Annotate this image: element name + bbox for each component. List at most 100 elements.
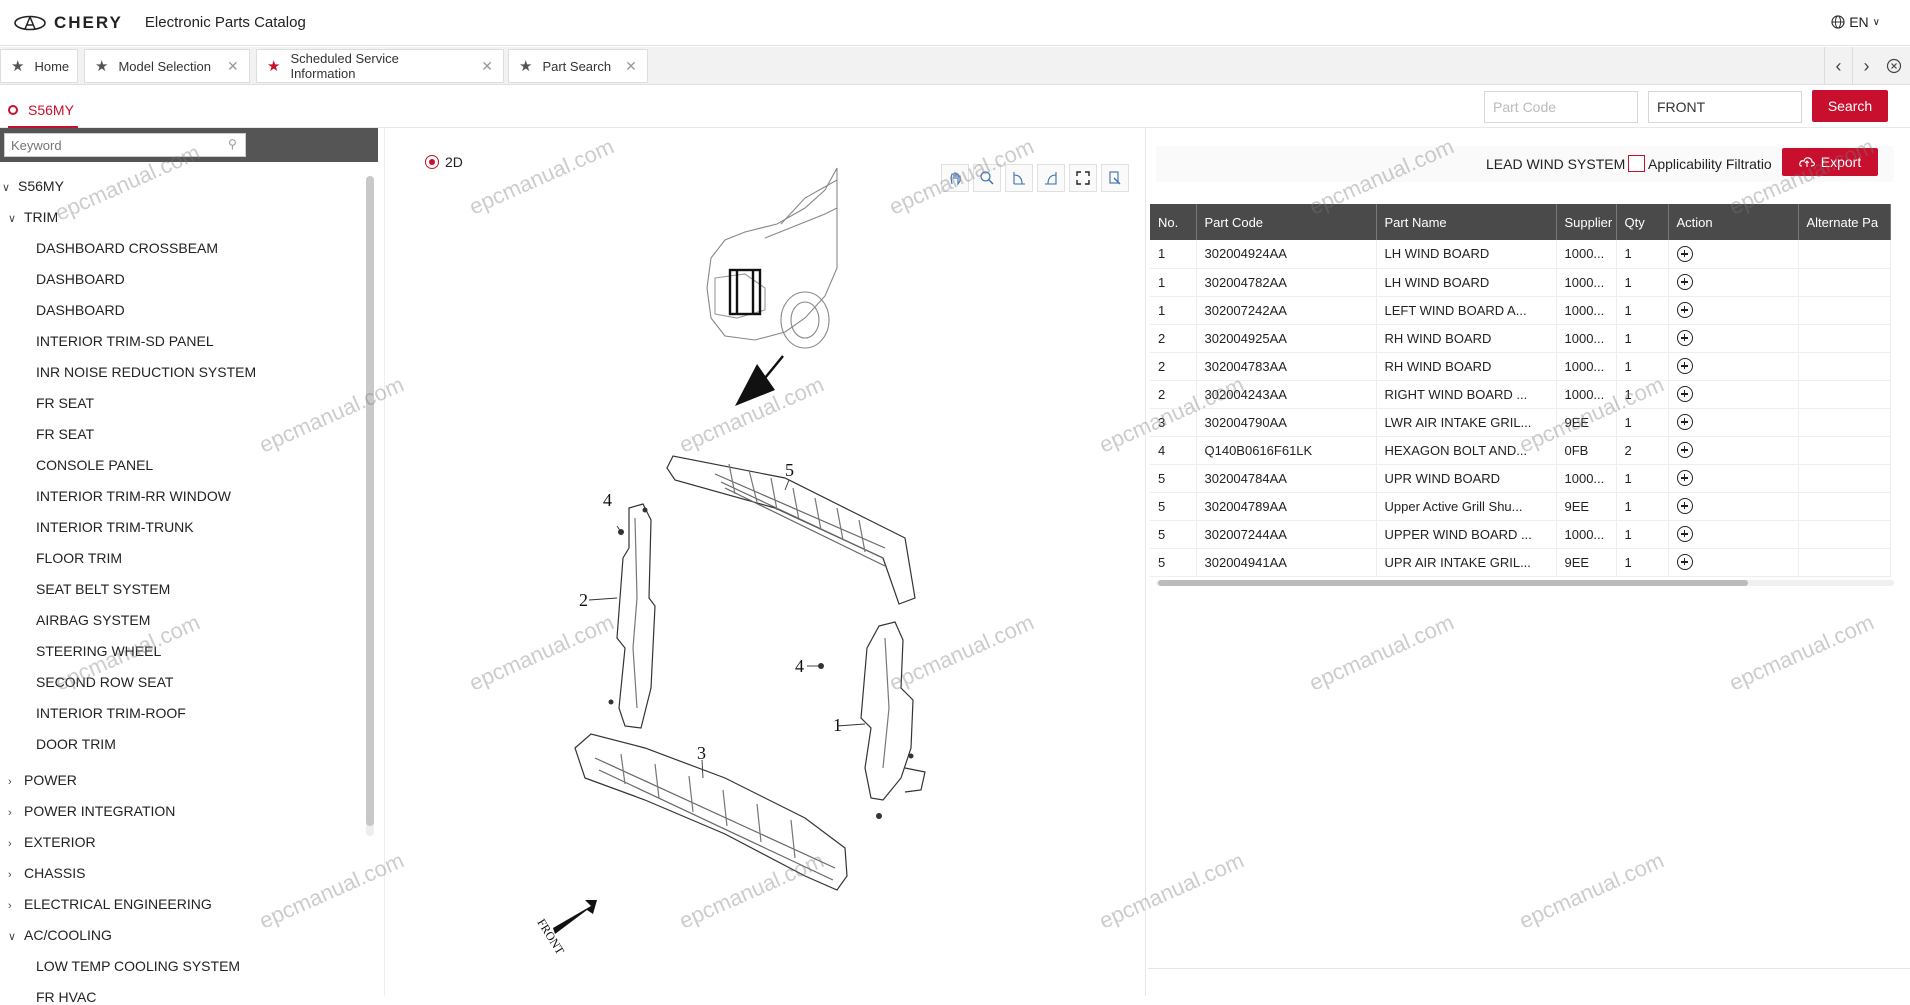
cell-no: 3 bbox=[1150, 408, 1197, 437]
callout-2[interactable]: 2 bbox=[579, 590, 588, 610]
tree-item[interactable]: AIRBAG SYSTEM bbox=[36, 612, 151, 628]
tab-model-selection[interactable]: ★ Model Selection ✕ bbox=[84, 49, 250, 83]
part-code-input[interactable] bbox=[1484, 91, 1638, 123]
tree-group-trim[interactable]: ∨TRIM bbox=[8, 209, 59, 225]
col-header-part-name[interactable]: Part Name bbox=[1376, 204, 1557, 240]
close-icon[interactable]: ✕ bbox=[226, 57, 239, 74]
pan-hand-icon[interactable] bbox=[941, 164, 969, 192]
print-icon[interactable] bbox=[1101, 164, 1129, 192]
tree-item[interactable]: DASHBOARD bbox=[36, 302, 125, 318]
tree-group-exterior[interactable]: ›EXTERIOR bbox=[8, 834, 96, 850]
parts-illustration[interactable]: 1 2 3 4 4 5 FRONT bbox=[385, 128, 1147, 996]
cell-alternate bbox=[1798, 296, 1891, 325]
rotate-right-icon[interactable] bbox=[1037, 164, 1065, 192]
close-icon[interactable]: ✕ bbox=[625, 57, 637, 74]
col-header-action[interactable]: Action bbox=[1668, 204, 1799, 240]
tree-item[interactable]: SEAT BELT SYSTEM bbox=[36, 581, 171, 597]
tab-scroll-right[interactable]: › bbox=[1852, 47, 1880, 85]
add-to-cart-icon[interactable] bbox=[1676, 414, 1693, 431]
tree-item[interactable]: DOOR TRIM bbox=[36, 736, 116, 752]
language-selector[interactable]: EN ∨ bbox=[1831, 14, 1880, 30]
search-icon[interactable]: ⚲ bbox=[228, 137, 237, 151]
tab-scroll-left[interactable]: ‹ bbox=[1824, 47, 1852, 85]
add-to-cart-icon[interactable] bbox=[1676, 302, 1693, 319]
tree-item[interactable]: INTERIOR TRIM-ROOF bbox=[36, 705, 186, 721]
col-header-supplier[interactable]: Supplier bbox=[1556, 204, 1617, 240]
add-to-cart-icon[interactable] bbox=[1676, 274, 1693, 291]
tree-group-power[interactable]: ›POWER bbox=[8, 772, 77, 788]
export-button[interactable]: Export bbox=[1782, 148, 1878, 176]
tree-group-electrical[interactable]: ›ELECTRICAL ENGINEERING bbox=[8, 896, 212, 912]
tree-keyword-input[interactable] bbox=[4, 133, 246, 157]
col-header-qty[interactable]: Qty bbox=[1616, 204, 1669, 240]
tree-group-ac-cooling[interactable]: ∨AC/COOLING bbox=[8, 927, 112, 943]
add-to-cart-icon[interactable] bbox=[1676, 498, 1693, 515]
tree-item[interactable]: STEERING WHEEL bbox=[36, 643, 162, 659]
tree-item[interactable]: SECOND ROW SEAT bbox=[36, 674, 174, 690]
search-button[interactable]: Search bbox=[1812, 90, 1888, 122]
callout-4b[interactable]: 4 bbox=[795, 656, 804, 676]
tree-item[interactable]: FLOOR TRIM bbox=[36, 550, 123, 566]
tree-item[interactable]: INR NOISE REDUCTION SYSTEM bbox=[36, 364, 257, 380]
add-to-cart-icon[interactable] bbox=[1676, 386, 1693, 403]
tree-item[interactable]: FR SEAT bbox=[36, 426, 95, 442]
close-all-tabs-icon[interactable] bbox=[1880, 47, 1908, 85]
callout-5[interactable]: 5 bbox=[785, 460, 794, 480]
tree-item[interactable]: INTERIOR TRIM-SD PANEL bbox=[36, 333, 214, 349]
add-to-cart-icon[interactable] bbox=[1676, 554, 1693, 571]
col-header-part-code[interactable]: Part Code bbox=[1196, 204, 1377, 240]
close-icon[interactable]: ✕ bbox=[481, 57, 493, 74]
chery-logo[interactable]: CHERY bbox=[14, 13, 123, 33]
tab-scheduled-service[interactable]: ★ Scheduled Service Information ✕ bbox=[256, 49, 504, 83]
add-to-cart-icon[interactable] bbox=[1676, 358, 1693, 375]
tree-group-chassis[interactable]: ›CHASSIS bbox=[8, 865, 86, 881]
add-to-cart-icon[interactable] bbox=[1676, 330, 1693, 347]
cell-alternate bbox=[1798, 464, 1891, 493]
model-tab[interactable]: S56MY bbox=[8, 94, 78, 128]
add-to-cart-icon[interactable] bbox=[1676, 470, 1693, 487]
add-to-cart-icon[interactable] bbox=[1676, 442, 1693, 459]
tab-part-search[interactable]: ★ Part Search ✕ bbox=[508, 49, 648, 83]
col-header-alternate[interactable]: Alternate Pa bbox=[1798, 204, 1891, 240]
table-hscroll-thumb[interactable] bbox=[1158, 580, 1748, 586]
tree-item[interactable]: CONSOLE PANEL bbox=[36, 457, 154, 473]
tree-item[interactable]: FR SEAT bbox=[36, 395, 95, 411]
add-to-cart-icon[interactable] bbox=[1676, 246, 1693, 263]
cell-no: 2 bbox=[1150, 324, 1197, 353]
tree-item[interactable]: INTERIOR TRIM-RR WINDOW bbox=[36, 488, 231, 504]
keyword-search-input[interactable] bbox=[1648, 91, 1802, 123]
callout-3[interactable]: 3 bbox=[697, 743, 706, 763]
col-header-no[interactable]: No. bbox=[1150, 204, 1197, 240]
tree-item[interactable]: LOW TEMP COOLING SYSTEM bbox=[36, 958, 241, 974]
zoom-icon[interactable] bbox=[973, 164, 1001, 192]
tree-item[interactable]: DASHBOARD bbox=[36, 271, 125, 287]
fit-screen-icon[interactable] bbox=[1069, 164, 1097, 192]
tab-home[interactable]: ★ Home bbox=[0, 49, 78, 83]
applicability-filter-checkbox[interactable] bbox=[1628, 155, 1645, 172]
add-to-cart-icon[interactable] bbox=[1676, 526, 1693, 543]
callout-1[interactable]: 1 bbox=[833, 715, 842, 735]
brand-name: CHERY bbox=[54, 12, 123, 32]
rotate-left-icon[interactable] bbox=[1005, 164, 1033, 192]
tree-group-power-integration[interactable]: ›POWER INTEGRATION bbox=[8, 803, 176, 819]
tree-item[interactable]: FR HVAC bbox=[36, 989, 97, 1005]
cell-part-code: Q140B0616F61LK bbox=[1196, 436, 1377, 465]
callout-4[interactable]: 4 bbox=[603, 490, 612, 510]
tree-item[interactable]: DASHBOARD CROSSBEAM bbox=[36, 240, 219, 256]
tree-root[interactable]: ∨S56MY bbox=[2, 178, 64, 194]
view-2d-radio[interactable]: 2D bbox=[425, 154, 463, 170]
tree-scrollbar-thumb[interactable] bbox=[366, 176, 374, 826]
tree-item[interactable]: INTERIOR TRIM-TRUNK bbox=[36, 519, 194, 535]
